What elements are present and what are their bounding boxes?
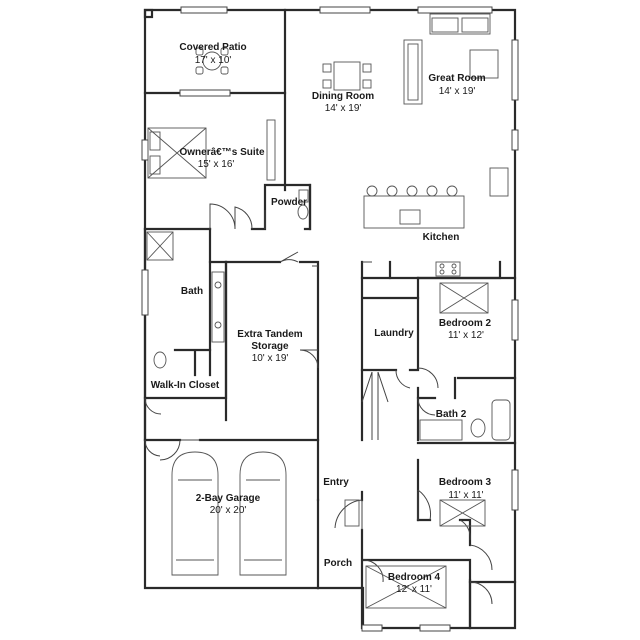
room-dims-bedroom-2: 11' x 12' <box>448 330 484 341</box>
dining-table-icon <box>322 61 372 91</box>
room-dims-extra-tandem-storage: 10' x 19' <box>252 353 289 364</box>
room-dims-dining-room: 14' x 19' <box>325 103 362 114</box>
corner-post-icon <box>143 8 154 19</box>
owners-bath-fixtures-icon <box>146 231 225 369</box>
room-name-laundry: Laundry <box>374 328 414 339</box>
doors <box>144 203 493 605</box>
room-name-bedroom-4: Bedroom 4 <box>388 572 441 583</box>
room-name-porch: Porch <box>324 558 352 569</box>
room-dims-bedroom-4: 12' x 11' <box>396 584 432 595</box>
entry-niche-icon <box>344 499 360 527</box>
dresser-icon <box>266 119 276 181</box>
room-name-extra-tandem-storage: Extra Tandem <box>237 329 302 340</box>
armchair-icon <box>429 13 491 35</box>
room-name-kitchen: Kitchen <box>423 232 460 243</box>
kitchen-island-icon <box>363 185 465 229</box>
room-name-powder: Powder <box>271 197 307 208</box>
room-dims-owners-suite: 15' x 16' <box>198 159 235 170</box>
room-name-bedroom-2: Bedroom 2 <box>439 318 492 329</box>
sofa-icon <box>403 39 423 105</box>
room-name-walk-in-closet: Walk-In Closet <box>151 380 220 391</box>
coffee-table-icon <box>469 49 499 79</box>
powder-toilet-icon <box>297 189 309 220</box>
room-name-great-room: Great Room <box>428 73 485 84</box>
room-dims-covered-patio: 17' x 10' <box>195 55 232 66</box>
room-name-garage: 2-Bay Garage <box>196 493 261 504</box>
room-dims-bedroom-3: 11' x 11' <box>448 490 483 501</box>
owners-bed-icon <box>147 127 207 179</box>
bath-2-fixtures-icon <box>419 399 511 441</box>
room-name-bath-2: Bath 2 <box>436 409 467 420</box>
car-icon <box>239 451 287 576</box>
room-name-extra-tandem-storage-line-2: Storage <box>251 341 289 352</box>
room-dims-garage: 20' x 20' <box>210 505 247 516</box>
walls <box>143 8 517 630</box>
car-icon <box>171 451 219 576</box>
bedroom-4-bed-icon <box>365 565 447 609</box>
patio-table-icon <box>195 47 229 75</box>
room-name-entry: Entry <box>323 477 349 488</box>
bedroom-2-bed-icon <box>439 282 489 314</box>
room-name-bath: Bath <box>181 286 203 297</box>
room-name-dining-room: Dining Room <box>312 91 374 102</box>
room-name-bedroom-3: Bedroom 3 <box>439 477 492 488</box>
range-icon <box>435 261 461 277</box>
refrigerator-icon <box>489 167 509 197</box>
room-labels: Covered Patio 17' x 10' Great Room 14' x… <box>151 42 492 595</box>
room-dims-great-room: 14' x 19' <box>439 86 476 97</box>
windows <box>141 6 519 632</box>
room-name-owners-suite: Ownerâ€™s Suite <box>179 147 264 158</box>
room-name-covered-patio: Covered Patio <box>179 42 246 53</box>
bedroom-3-bed-icon <box>439 499 486 527</box>
fixtures <box>143 8 511 609</box>
